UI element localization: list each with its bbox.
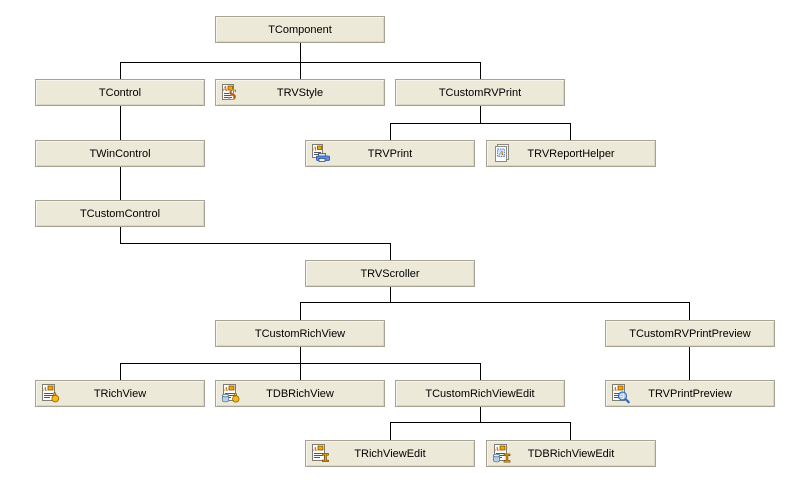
node-tcustomrichviewedit[interactable]: TCustomRichViewEdit [395,380,565,407]
node-trvscroller[interactable]: TRVScroller [305,260,475,287]
node-tcomponent[interactable]: TComponent [215,16,385,43]
node-label: TComponent [268,23,332,36]
node-tdbrichviewedit[interactable]: A TDBRichViewEdit [486,440,656,467]
svg-text:A: A [312,446,318,453]
richviewedit-icon: A [311,444,331,464]
svg-text:A: A [312,147,317,153]
print-preview-icon: A [611,384,631,404]
node-twincontrol[interactable]: TWinControl [35,140,205,167]
node-trichview[interactable]: A TRichView [35,380,205,407]
db-richviewedit-icon: A [492,444,512,464]
node-trvprintpreview[interactable]: A TRVPrintPreview [605,380,775,407]
report-page-icon: A [492,144,512,164]
node-label: TRVReportHelper [527,147,615,160]
node-label: TCustomRichViewEdit [425,387,535,400]
svg-text:A: A [42,386,48,393]
node-label: TRichView [93,387,147,400]
node-label: TRVPrint [367,147,413,160]
node-label: TRVScroller [360,267,420,280]
node-label: TCustomControl [79,207,161,220]
svg-text:S: S [228,87,237,103]
node-trvstyle[interactable]: A S TRVStyle [215,79,385,106]
svg-text:A: A [498,150,504,157]
node-label: TControl [98,86,142,99]
printer-icon: A [311,144,331,164]
svg-text:A: A [223,386,229,393]
svg-text:A: A [222,85,228,93]
db-richview-icon: A [221,384,241,404]
node-tcustomrvprint[interactable]: TCustomRVPrint [395,79,565,106]
node-trvreporthelper[interactable]: A TRVReportHelper [486,140,656,167]
richview-hand-icon: A [41,384,61,404]
node-trvprint[interactable]: A TRVPrint [305,140,475,167]
node-label: TRichViewEdit [354,447,426,460]
node-label: TDBRichView [266,387,334,400]
node-trichviewedit[interactable]: A TRichViewEdit [305,440,475,467]
node-tcontrol[interactable]: TControl [35,79,205,106]
node-label: TRVPrintPreview [648,387,732,400]
node-label: TDBRichViewEdit [527,447,615,460]
svg-text:A: A [612,386,618,393]
node-label: TRVStyle [276,86,324,99]
rvstyle-icon: A S [221,83,241,103]
node-tcustomrvprintpreview[interactable]: TCustomRVPrintPreview [605,320,775,347]
node-label: TCustomRVPrint [438,86,522,99]
node-label: TCustomRVPrintPreview [629,327,751,340]
node-tcustomrichview[interactable]: TCustomRichView [215,320,385,347]
node-tcustomcontrol[interactable]: TCustomControl [35,200,205,227]
node-label: TCustomRichView [254,327,346,340]
node-label: TWinControl [89,147,151,160]
node-tdbrichview[interactable]: A TDBRichView [215,380,385,407]
svg-text:A: A [494,446,500,453]
